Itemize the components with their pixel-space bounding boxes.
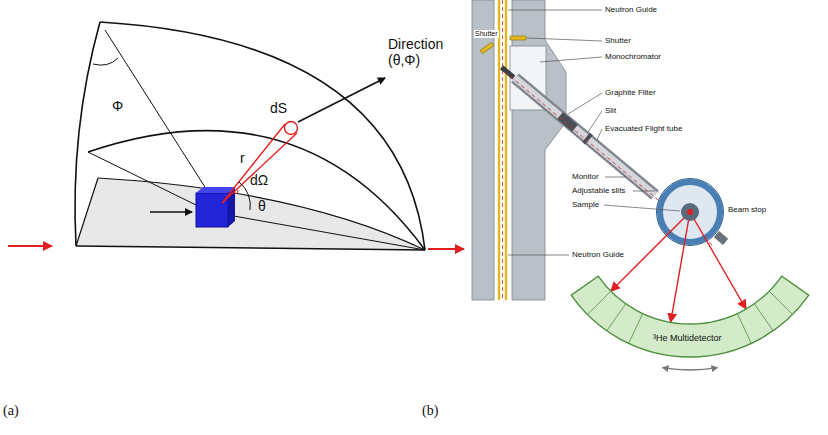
part-label: Slit bbox=[605, 106, 616, 115]
part-label: Shutter bbox=[474, 30, 499, 38]
part-label: Monitor bbox=[572, 172, 599, 181]
part-label: Shutter bbox=[605, 36, 631, 45]
polar-angle-label: θ bbox=[258, 198, 266, 214]
part-label: Evacuated Flight tube bbox=[605, 124, 682, 133]
diffractometer-schematic bbox=[472, 0, 809, 370]
part-label: Monochromator bbox=[605, 52, 661, 61]
part-label: Graphite Filter bbox=[605, 88, 656, 97]
panel-caption: (b) bbox=[422, 403, 438, 419]
azimuth-angle-label: Φ bbox=[112, 98, 123, 114]
direction-label: Direction (θ,Φ) bbox=[388, 36, 458, 68]
part-label: Beam stop bbox=[728, 205, 766, 214]
part-label: Neutron Guide bbox=[572, 250, 624, 259]
scattering-geometry bbox=[8, 22, 464, 250]
detector-label: ³He Multidetector bbox=[653, 333, 722, 343]
part-label: Neutron Guide bbox=[605, 5, 657, 14]
part-label: Sample bbox=[572, 200, 599, 209]
surface-element-label: dS bbox=[270, 100, 287, 116]
distance-label: r bbox=[240, 150, 245, 166]
solid-angle-label: dΩ bbox=[250, 172, 268, 188]
part-label: Adjustable slits bbox=[572, 186, 625, 195]
panel-caption: (a) bbox=[3, 403, 19, 419]
